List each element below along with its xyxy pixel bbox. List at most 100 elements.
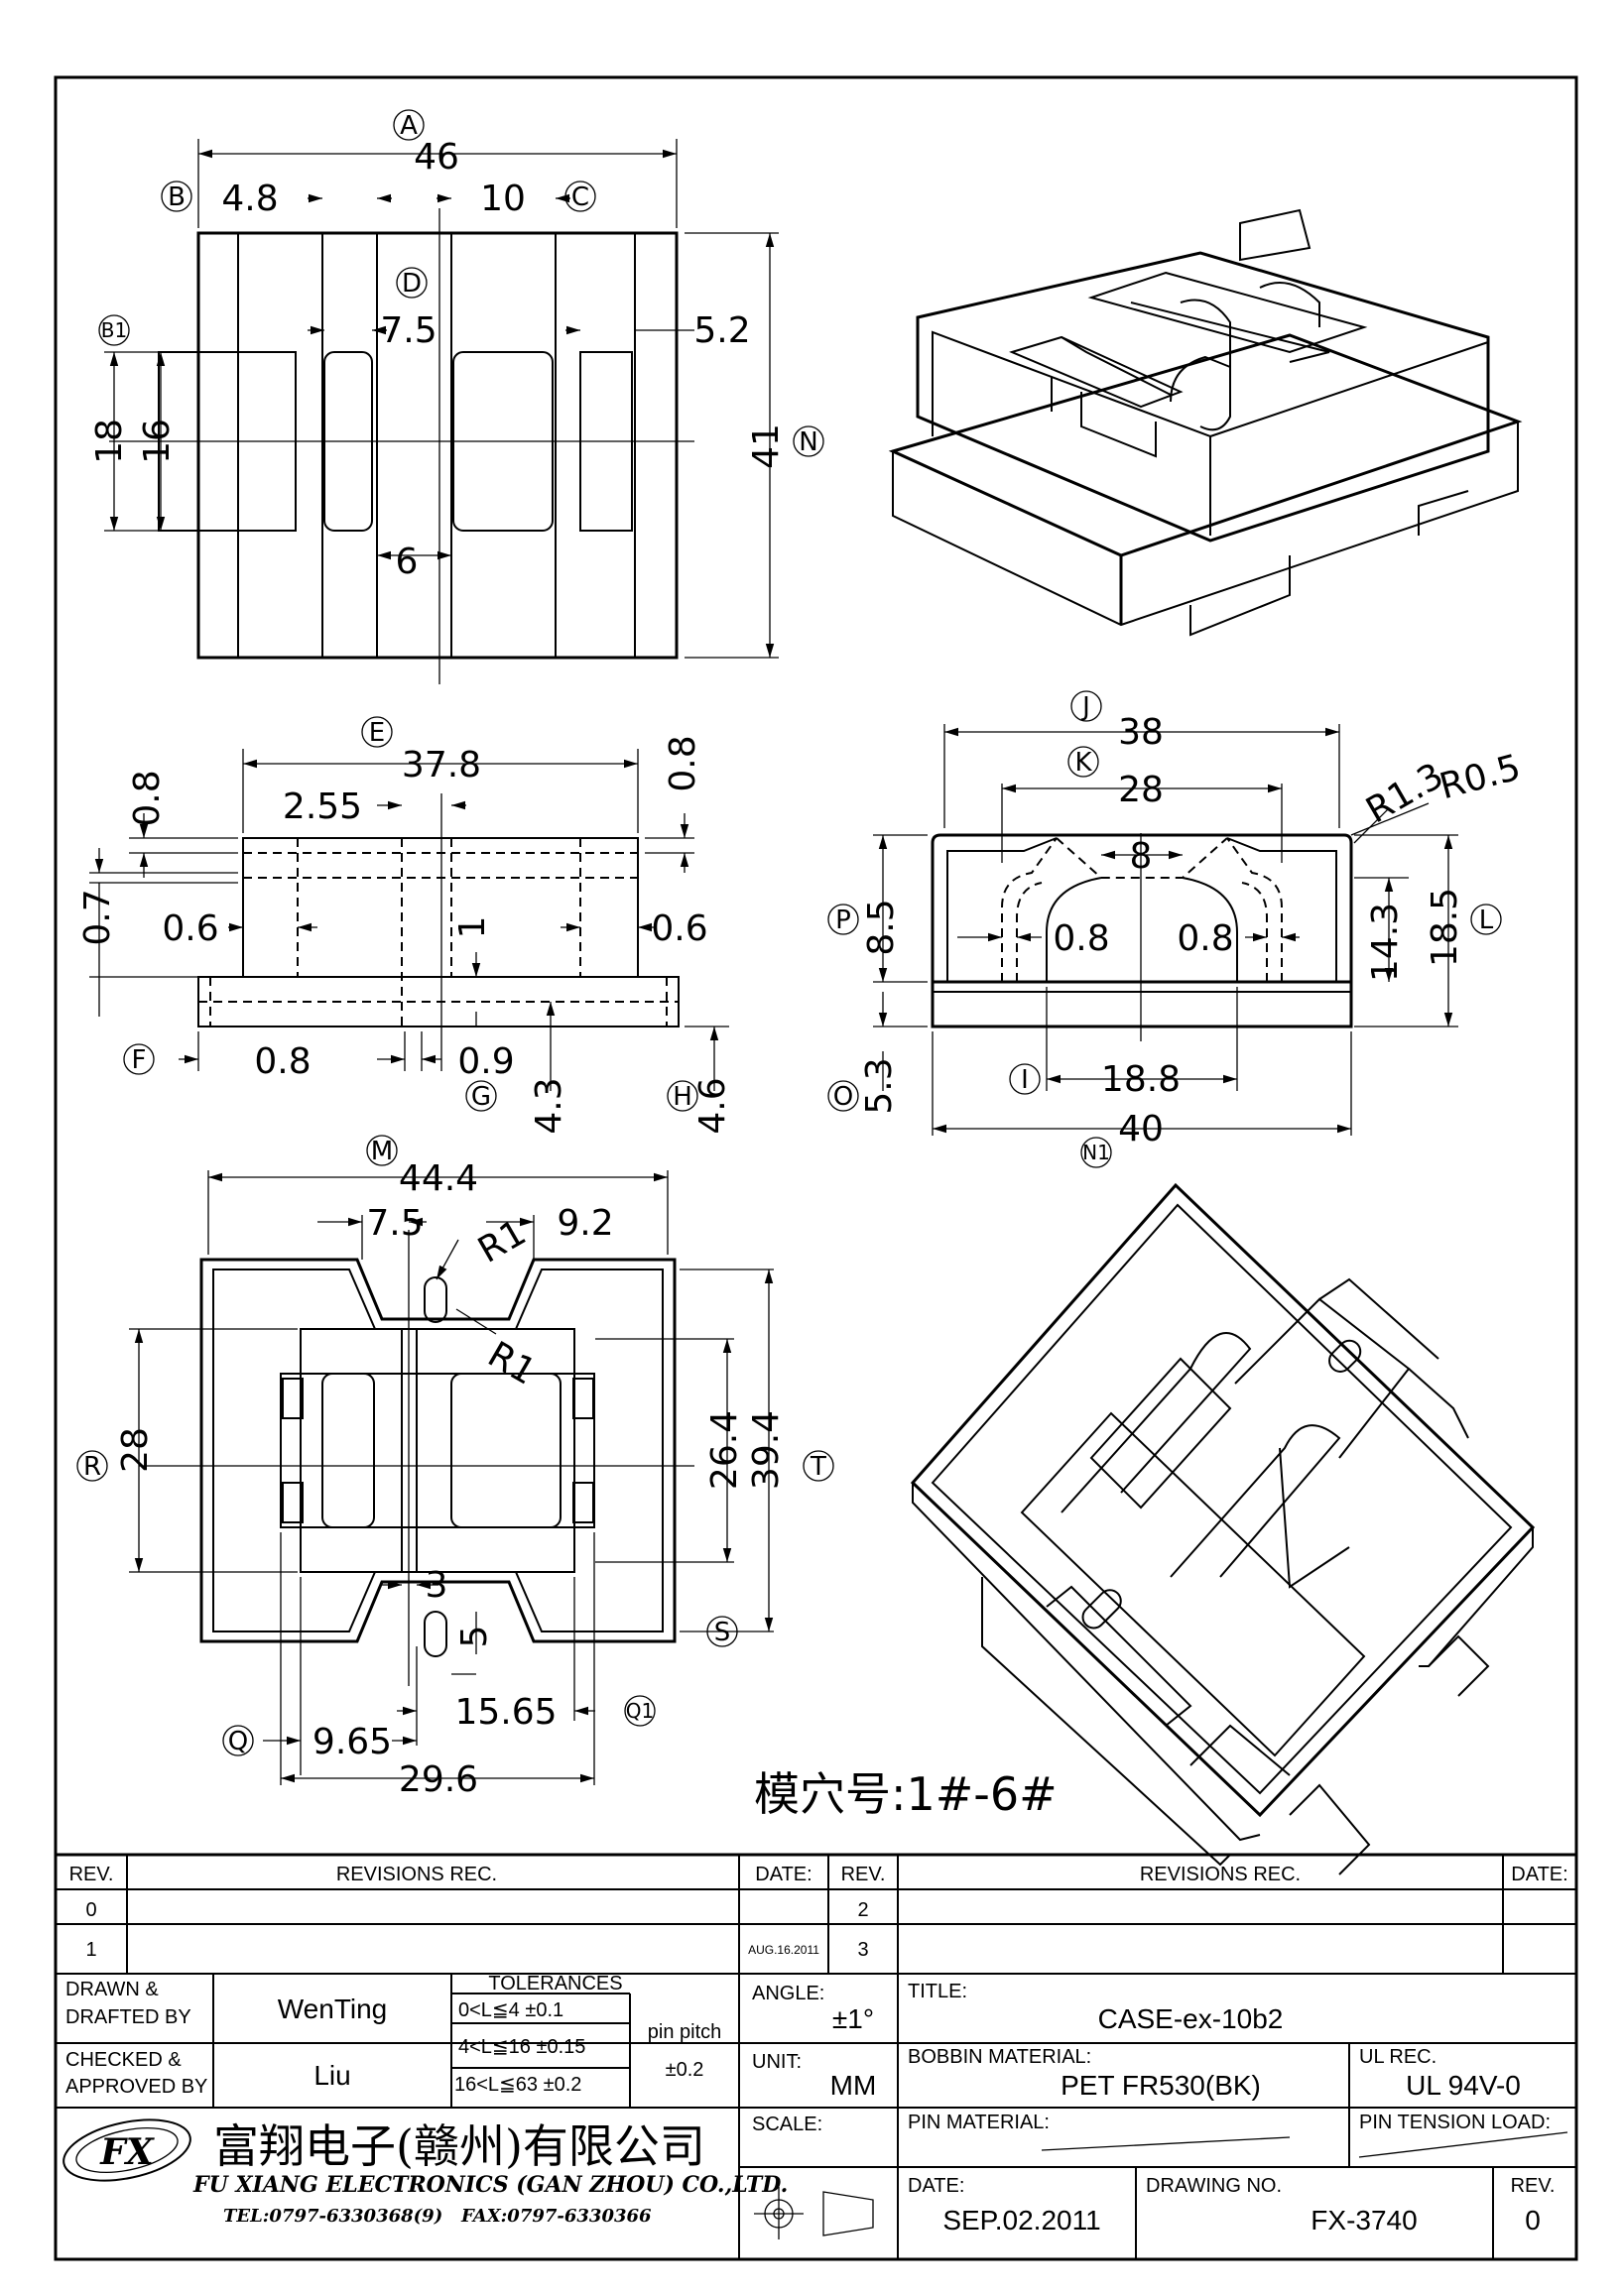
side-view: 38 28 R1.3 R0.5 8 8.5 0.8 0.8 14.3 18.5 … [827, 690, 1525, 1168]
label-R: R [83, 1452, 101, 1482]
tolerances-label: TOLERANCES [488, 1973, 622, 1994]
dim-46: 46 [414, 137, 459, 178]
date-value: SEP.02.2011 [942, 2205, 1100, 2236]
dim-5: 5 [454, 1626, 495, 1648]
dim-7-5: 7.5 [366, 1203, 423, 1244]
revisions-header-right: REVISIONS REC. [1140, 1864, 1301, 1885]
projection-symbol [754, 2187, 874, 2239]
label-I: I [1021, 1065, 1029, 1095]
dim-4-6: 4.6 [692, 1077, 733, 1134]
label-O: O [833, 1082, 853, 1112]
pin-pitch-label: pin pitch [648, 2021, 722, 2043]
dim-10: 10 [480, 179, 526, 219]
dim-18-5: 18.5 [1425, 888, 1465, 967]
dim-0-6-right: 0.6 [651, 908, 707, 949]
dim-0-8-top: 0.8 [663, 735, 703, 791]
dim-r1-3: R1.3 [1359, 756, 1450, 832]
dim-3: 3 [426, 1565, 448, 1606]
front-view: 37.8 0.8 2.55 0.8 0.7 0.6 1 0.6 0.8 0.9 … [77, 716, 733, 1135]
iso-view-top [888, 208, 1523, 637]
label-S: S [714, 1618, 731, 1647]
label-B: B [168, 182, 186, 212]
rev-label: REV. [1511, 2175, 1556, 2197]
pin-tension-label: PIN TENSION LOAD: [1359, 2112, 1551, 2133]
label-F: F [132, 1045, 147, 1075]
dim-r1-top: R1 [471, 1212, 533, 1270]
label-H: H [673, 1082, 692, 1112]
dim-2-55: 2.55 [283, 786, 362, 827]
bobbin-material-label: BOBBIN MATERIAL: [908, 2046, 1091, 2068]
company-name-en: FU XIANG ELECTRONICS (GAN ZHOU) CO.,LTD. [192, 2172, 788, 2198]
dim-41: 41 [746, 423, 787, 469]
dim-7-5: 7.5 [380, 310, 437, 351]
dim-9-65: 9.65 [312, 1722, 392, 1762]
rev-row-2: 2 [857, 1899, 868, 1921]
company-fax: FAX:0797-6330366 [460, 2206, 652, 2227]
label-E: E [369, 718, 385, 748]
logo-text: FX [99, 2131, 156, 2173]
rev-row-0: 0 [85, 1899, 96, 1921]
dim-37-8: 37.8 [402, 745, 481, 785]
unit-value: MM [830, 2070, 877, 2101]
dim-16: 16 [137, 419, 178, 464]
angle-value: ±1° [832, 2003, 874, 2034]
dim-1: 1 [452, 916, 493, 939]
sheet-border [54, 75, 1578, 2261]
drawn-by: WenTing [278, 1994, 388, 2024]
dim-r1-mid: R1 [481, 1334, 543, 1392]
drawing-no-label: DRAWING NO. [1146, 2175, 1282, 2197]
title-label: TITLE: [908, 1981, 967, 2002]
dim-r0-5: R0.5 [1436, 747, 1525, 807]
tolerance-row-1: 0<L≦4 ±0.1 [458, 1999, 563, 2021]
dim-0-6-left: 0.6 [162, 908, 218, 949]
dim-39-4: 39.4 [746, 1410, 787, 1490]
drawing-no-value: FX-3740 [1311, 2205, 1417, 2236]
pin-material-label: PIN MATERIAL: [908, 2112, 1050, 2133]
dim-4-8: 4.8 [221, 179, 278, 219]
top-view: 46 4.8 10 7.5 5.2 18 16 6 41 A B C D B1 … [89, 109, 824, 684]
dim-0-9: 0.9 [457, 1041, 514, 1082]
company-name-cn: 富翔电子(赣州)有限公司 [213, 2119, 705, 2173]
drawn-label-1: DRAWN & [65, 1979, 159, 2000]
checked-by: Liu [313, 2060, 350, 2091]
label-G: G [471, 1082, 491, 1112]
title-value: CASE-ex-10b2 [1098, 2003, 1284, 2034]
label-A: A [400, 111, 418, 141]
dim-0-7: 0.7 [77, 889, 118, 945]
revisions-header-left: REVISIONS REC. [336, 1864, 497, 1885]
company-logo: FX [62, 2118, 191, 2182]
dim-28: 28 [1118, 770, 1164, 810]
bobbin-material-value: PET FR530(BK) [1061, 2070, 1261, 2101]
tolerance-row-2: 4<L≦16 ±0.15 [458, 2036, 585, 2058]
dim-29-6: 29.6 [399, 1759, 478, 1800]
date-header: DATE: [755, 1864, 812, 1885]
rev-row-1-date: AUG.16.2011 [748, 1943, 819, 1957]
dim-44-4: 44.4 [399, 1158, 478, 1199]
dim-5-2: 5.2 [693, 310, 750, 351]
unit-label: UNIT: [752, 2051, 802, 2073]
tolerance-row-3: 16<L≦63 ±0.2 [454, 2074, 581, 2096]
label-M: M [371, 1137, 393, 1166]
angle-label: ANGLE: [752, 1983, 824, 2004]
dim-0-8-bottom: 0.8 [254, 1041, 311, 1082]
dim-18: 18 [89, 419, 130, 464]
bottom-view: 44.4 7.5 9.2 R1 R1 28 26.4 39.4 3 5 15.6… [76, 1135, 834, 1800]
dim-40: 40 [1118, 1109, 1164, 1149]
dim-5-3: 5.3 [859, 1057, 900, 1114]
ul-rec-label: UL REC. [1359, 2046, 1437, 2068]
rev-header-mid: REV. [841, 1864, 886, 1885]
label-N1: N1 [1082, 1141, 1110, 1164]
date-label: DATE: [908, 2175, 964, 2197]
label-L: L [1479, 906, 1494, 935]
pin-pitch-value: ±0.2 [666, 2059, 704, 2081]
dim-0-8-right: 0.8 [1177, 918, 1233, 959]
scale-label: SCALE: [752, 2114, 822, 2135]
dim-8-5: 8.5 [861, 899, 902, 955]
label-Q1: Q1 [626, 1699, 654, 1723]
mold-cavity-text: 模穴号:1#-6# [754, 1767, 1058, 1821]
dim-9-2: 9.2 [557, 1203, 613, 1244]
dim-0-8-left: 0.8 [1053, 918, 1109, 959]
label-D: D [402, 269, 422, 299]
dim-14-3: 14.3 [1365, 903, 1406, 982]
